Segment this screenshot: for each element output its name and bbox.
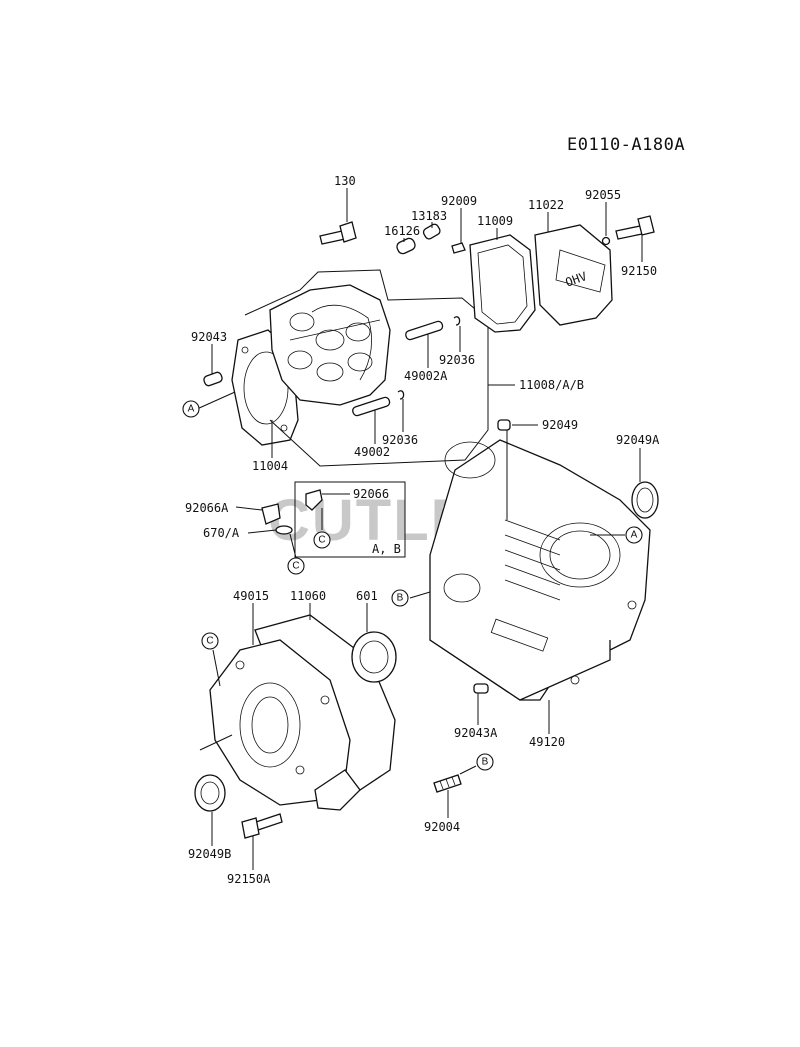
label-11022: 11022 [528,198,564,212]
callout-b-bottom: B [476,753,494,771]
breather-assembly [261,481,406,558]
label-92066: 92066 [353,487,389,501]
callout-c-cover: C [201,632,219,650]
svg-text:C: C [318,535,325,546]
svg-text:A: A [631,530,638,541]
label-16126: 16126 [384,224,420,238]
svg-text:C: C [206,636,213,647]
label-11008-a-b: 11008/A/B [519,378,584,392]
svg-text:A: A [188,404,195,415]
callout-b-left: B [391,589,409,607]
label-49015: 49015 [233,589,269,603]
diagram-code: E0110-A180A [567,135,685,155]
label-11009: 11009 [477,214,513,228]
label-92049B: 92049B [188,847,231,861]
label-92009: 92009 [441,194,477,208]
callout-c-mid: C [287,557,305,575]
label-11060: 11060 [290,589,326,603]
label-92150: 92150 [621,264,657,278]
label-11004: 11004 [252,459,288,473]
crankcase-cover-assembly [194,614,397,839]
label-13183: 13183 [411,209,447,223]
label-49002A: 49002A [404,369,448,383]
label-92036-upper: 92036 [439,353,475,367]
label-92049: 92049 [542,418,578,432]
label-49002: 49002 [354,445,390,459]
label-92036-lower: 92036 [382,433,418,447]
label-92043A: 92043A [454,726,498,740]
label-92004: 92004 [424,820,460,834]
label-49120: 49120 [529,735,565,749]
label-92150A: 92150A [227,872,271,886]
label-92066A: 92066A [185,501,229,515]
rocker-cover-11022: OHV [534,224,613,326]
bolt-130 [319,221,357,245]
svg-text:B: B [482,757,489,768]
label-670-a: 670/A [203,526,240,540]
callout-a-right: A [625,526,643,544]
label-130: 130 [334,174,356,188]
cylinder-head-assembly: OHV [203,215,655,467]
callout-a-left: A [182,400,200,418]
svg-text:B: B [397,593,404,604]
label-601: 601 [356,589,378,603]
label-92055: 92055 [585,188,621,202]
label-a-b: A, B [372,542,401,556]
label-92043: 92043 [191,330,227,344]
svg-text:OHV: OHV [564,269,589,290]
leader-lines [196,188,643,870]
svg-text:C: C [292,561,299,572]
label-92049A: 92049A [616,433,660,447]
crankcase-assembly [429,419,659,793]
callout-c-box: C [313,531,331,549]
